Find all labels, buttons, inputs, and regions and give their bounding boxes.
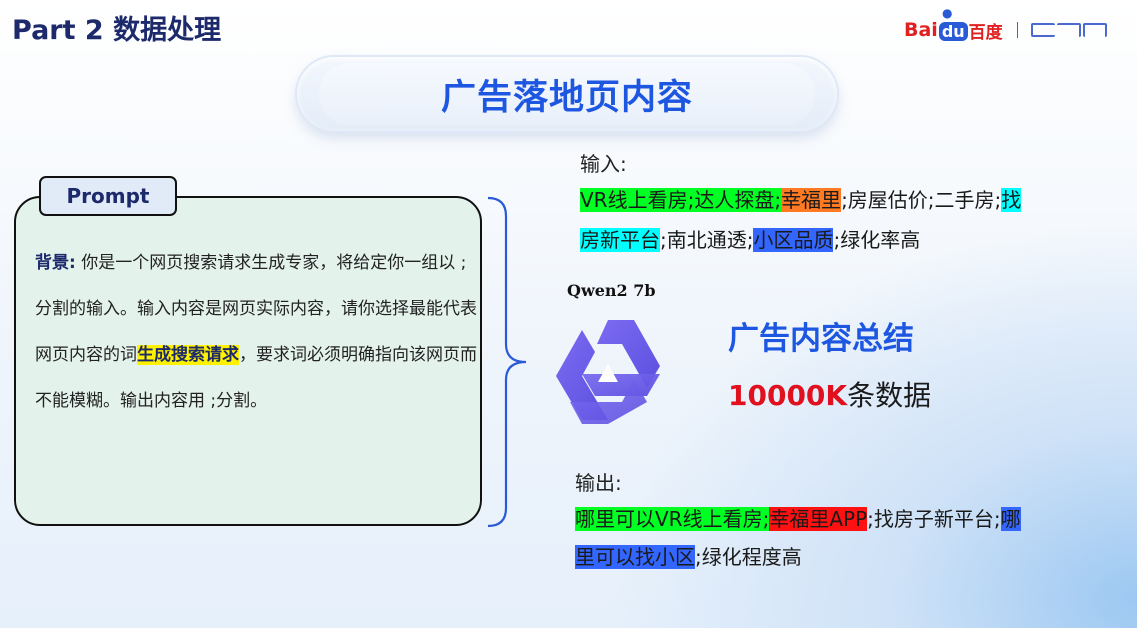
summary-count: 10000K条数据 <box>728 374 931 414</box>
prompt-background-label: 背景: <box>35 253 76 273</box>
text-segment: 房新平台 <box>580 228 660 252</box>
prompt-text-part1: 你是一个网页搜索请求生成专家，将给定你一组以 ;分割的输入。输入内容是网页实际内… <box>35 253 477 365</box>
prompt-tab: Prompt <box>39 176 177 216</box>
brace-icon <box>487 196 527 528</box>
text-segment: ;找房子新平台; <box>867 507 1001 531</box>
prompt-text: 背景: 你是一个网页搜索请求生成专家，将给定你一组以 ;分割的输入。输入内容是网… <box>35 240 480 424</box>
output-line-2: 里可以找小区;绿化程度高 <box>575 543 802 571</box>
qwen-logo-icon <box>556 320 660 424</box>
main-title-banner: 广告落地页内容 <box>297 57 837 131</box>
text-segment: 小区品质 <box>753 228 834 252</box>
main-title: 广告落地页内容 <box>440 77 693 118</box>
input-line-2: 房新平台;南北通透;小区品质;绿化率高 <box>580 226 920 254</box>
text-segment: 里可以找小区 <box>575 545 695 569</box>
text-segment: VR线上看房;达人探盘; <box>580 188 782 212</box>
input-label: 输入: <box>580 152 627 176</box>
output-line-1: 哪里可以VR线上看房;幸福里APP;找房子新平台;哪 <box>575 505 1021 533</box>
input-line-1: VR线上看房;达人探盘;幸福里;房屋估价;二手房;找 <box>580 186 1022 214</box>
logo-divider <box>1016 22 1018 38</box>
prompt-highlight: 生成搜索请求 <box>137 345 239 365</box>
output-label: 输出: <box>575 471 622 495</box>
paw-icon: ● <box>942 5 953 20</box>
text-segment: 找 <box>1001 188 1022 212</box>
summary-count-value: 10000K <box>728 379 848 412</box>
partner-logo <box>1030 23 1107 37</box>
text-segment: 幸福里APP <box>769 507 868 531</box>
page-section-title: Part 2 数据处理 <box>12 15 222 46</box>
text-segment: ;绿化率高 <box>833 228 921 252</box>
text-segment: ;南北通透; <box>660 228 754 252</box>
prompt-text-part2: ，要求词必须明确指向该网页而不能模糊。输出内容用 ;分割。 <box>35 345 477 411</box>
text-segment: 哪 <box>1000 507 1021 531</box>
summary-title: 广告内容总结 <box>728 321 914 357</box>
text-segment: ;房屋估价;二手房; <box>841 188 1002 212</box>
prompt-panel <box>14 196 482 526</box>
text-segment: 哪里可以VR线上看房; <box>575 507 770 531</box>
text-segment: 幸福里 <box>781 188 842 212</box>
summary-count-suffix: 条数据 <box>847 379 932 412</box>
model-name: Qwen2 7b <box>567 281 656 300</box>
text-segment: ;绿化程度高 <box>695 545 802 569</box>
